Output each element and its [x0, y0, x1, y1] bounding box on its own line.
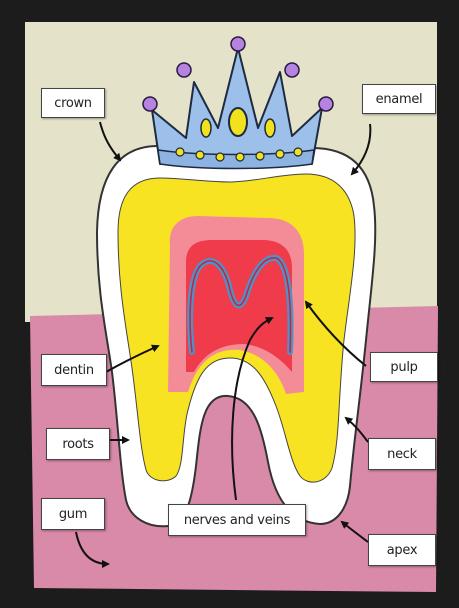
label-pulp: pulp	[370, 352, 438, 382]
label-gum: gum	[41, 498, 105, 530]
label-enamel: enamel	[362, 84, 436, 114]
label-nerves-and-veins: nerves and veins	[168, 504, 306, 536]
label-roots: roots	[46, 428, 110, 460]
label-crown: crown	[41, 88, 105, 118]
label-neck: neck	[368, 438, 436, 470]
label-apex: apex	[368, 534, 436, 566]
label-dentin: dentin	[41, 354, 107, 386]
